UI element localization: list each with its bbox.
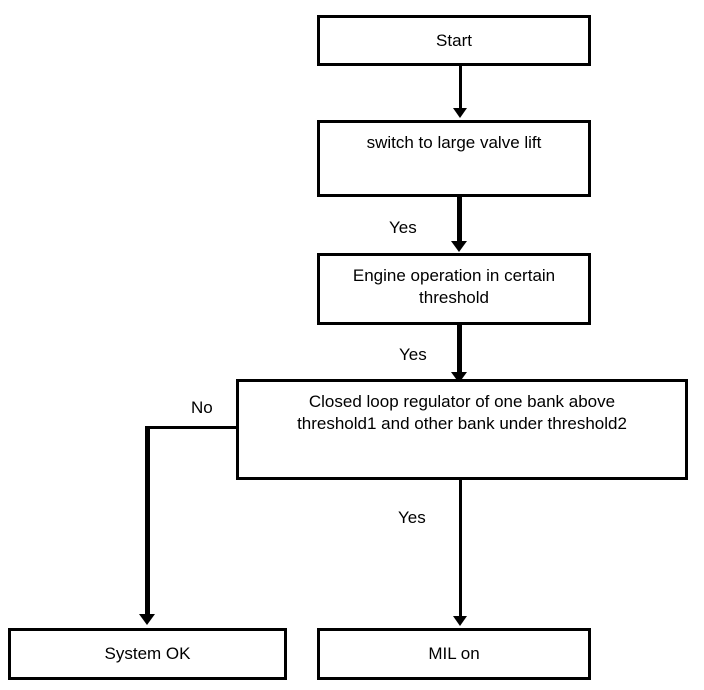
node-start-label: Start (436, 30, 472, 50)
node-system-ok[interactable]: System OK (8, 628, 287, 680)
node-system-ok-label: System OK (104, 644, 191, 663)
edge-label-no-closedloop-to-systemok: No (191, 398, 213, 417)
arrowhead-closedloop-to-systemok (139, 614, 155, 625)
node-switch-valve-lift[interactable]: switch to large valve lift (317, 120, 591, 197)
arrowhead-start-to-switch (453, 108, 467, 118)
node-engine-operation-label: Engine operation in certain threshold (352, 266, 556, 307)
node-closed-loop-regulator-label: Closed loop regulator of one bank above … (297, 392, 627, 433)
edge-label-yes-closedloop-to-milon: Yes (398, 508, 426, 527)
edge-switch-to-engine (457, 197, 462, 243)
arrowhead-switch-to-engine (451, 241, 467, 252)
node-mil-on-label: MIL on (428, 644, 480, 663)
edge-engine-to-closedloop (457, 325, 462, 375)
node-switch-valve-lift-label: switch to large valve lift (366, 133, 542, 152)
arrowhead-engine-to-closedloop (451, 372, 467, 383)
node-start[interactable]: Start (317, 15, 591, 66)
edge-label-yes-engine-to-closedloop: Yes (399, 345, 427, 364)
edge-closedloop-to-systemok-vertical (145, 426, 150, 616)
node-engine-operation[interactable]: Engine operation in certain threshold (317, 253, 591, 325)
edge-label-yes-switch-to-engine: Yes (389, 218, 417, 237)
node-mil-on[interactable]: MIL on (317, 628, 591, 680)
edge-closedloop-to-systemok-horizontal (146, 426, 238, 429)
arrowhead-closedloop-to-milon (453, 616, 467, 626)
edge-closedloop-to-milon (459, 480, 462, 618)
node-closed-loop-regulator[interactable]: Closed loop regulator of one bank above … (236, 379, 688, 480)
edge-start-to-switch (459, 66, 462, 110)
